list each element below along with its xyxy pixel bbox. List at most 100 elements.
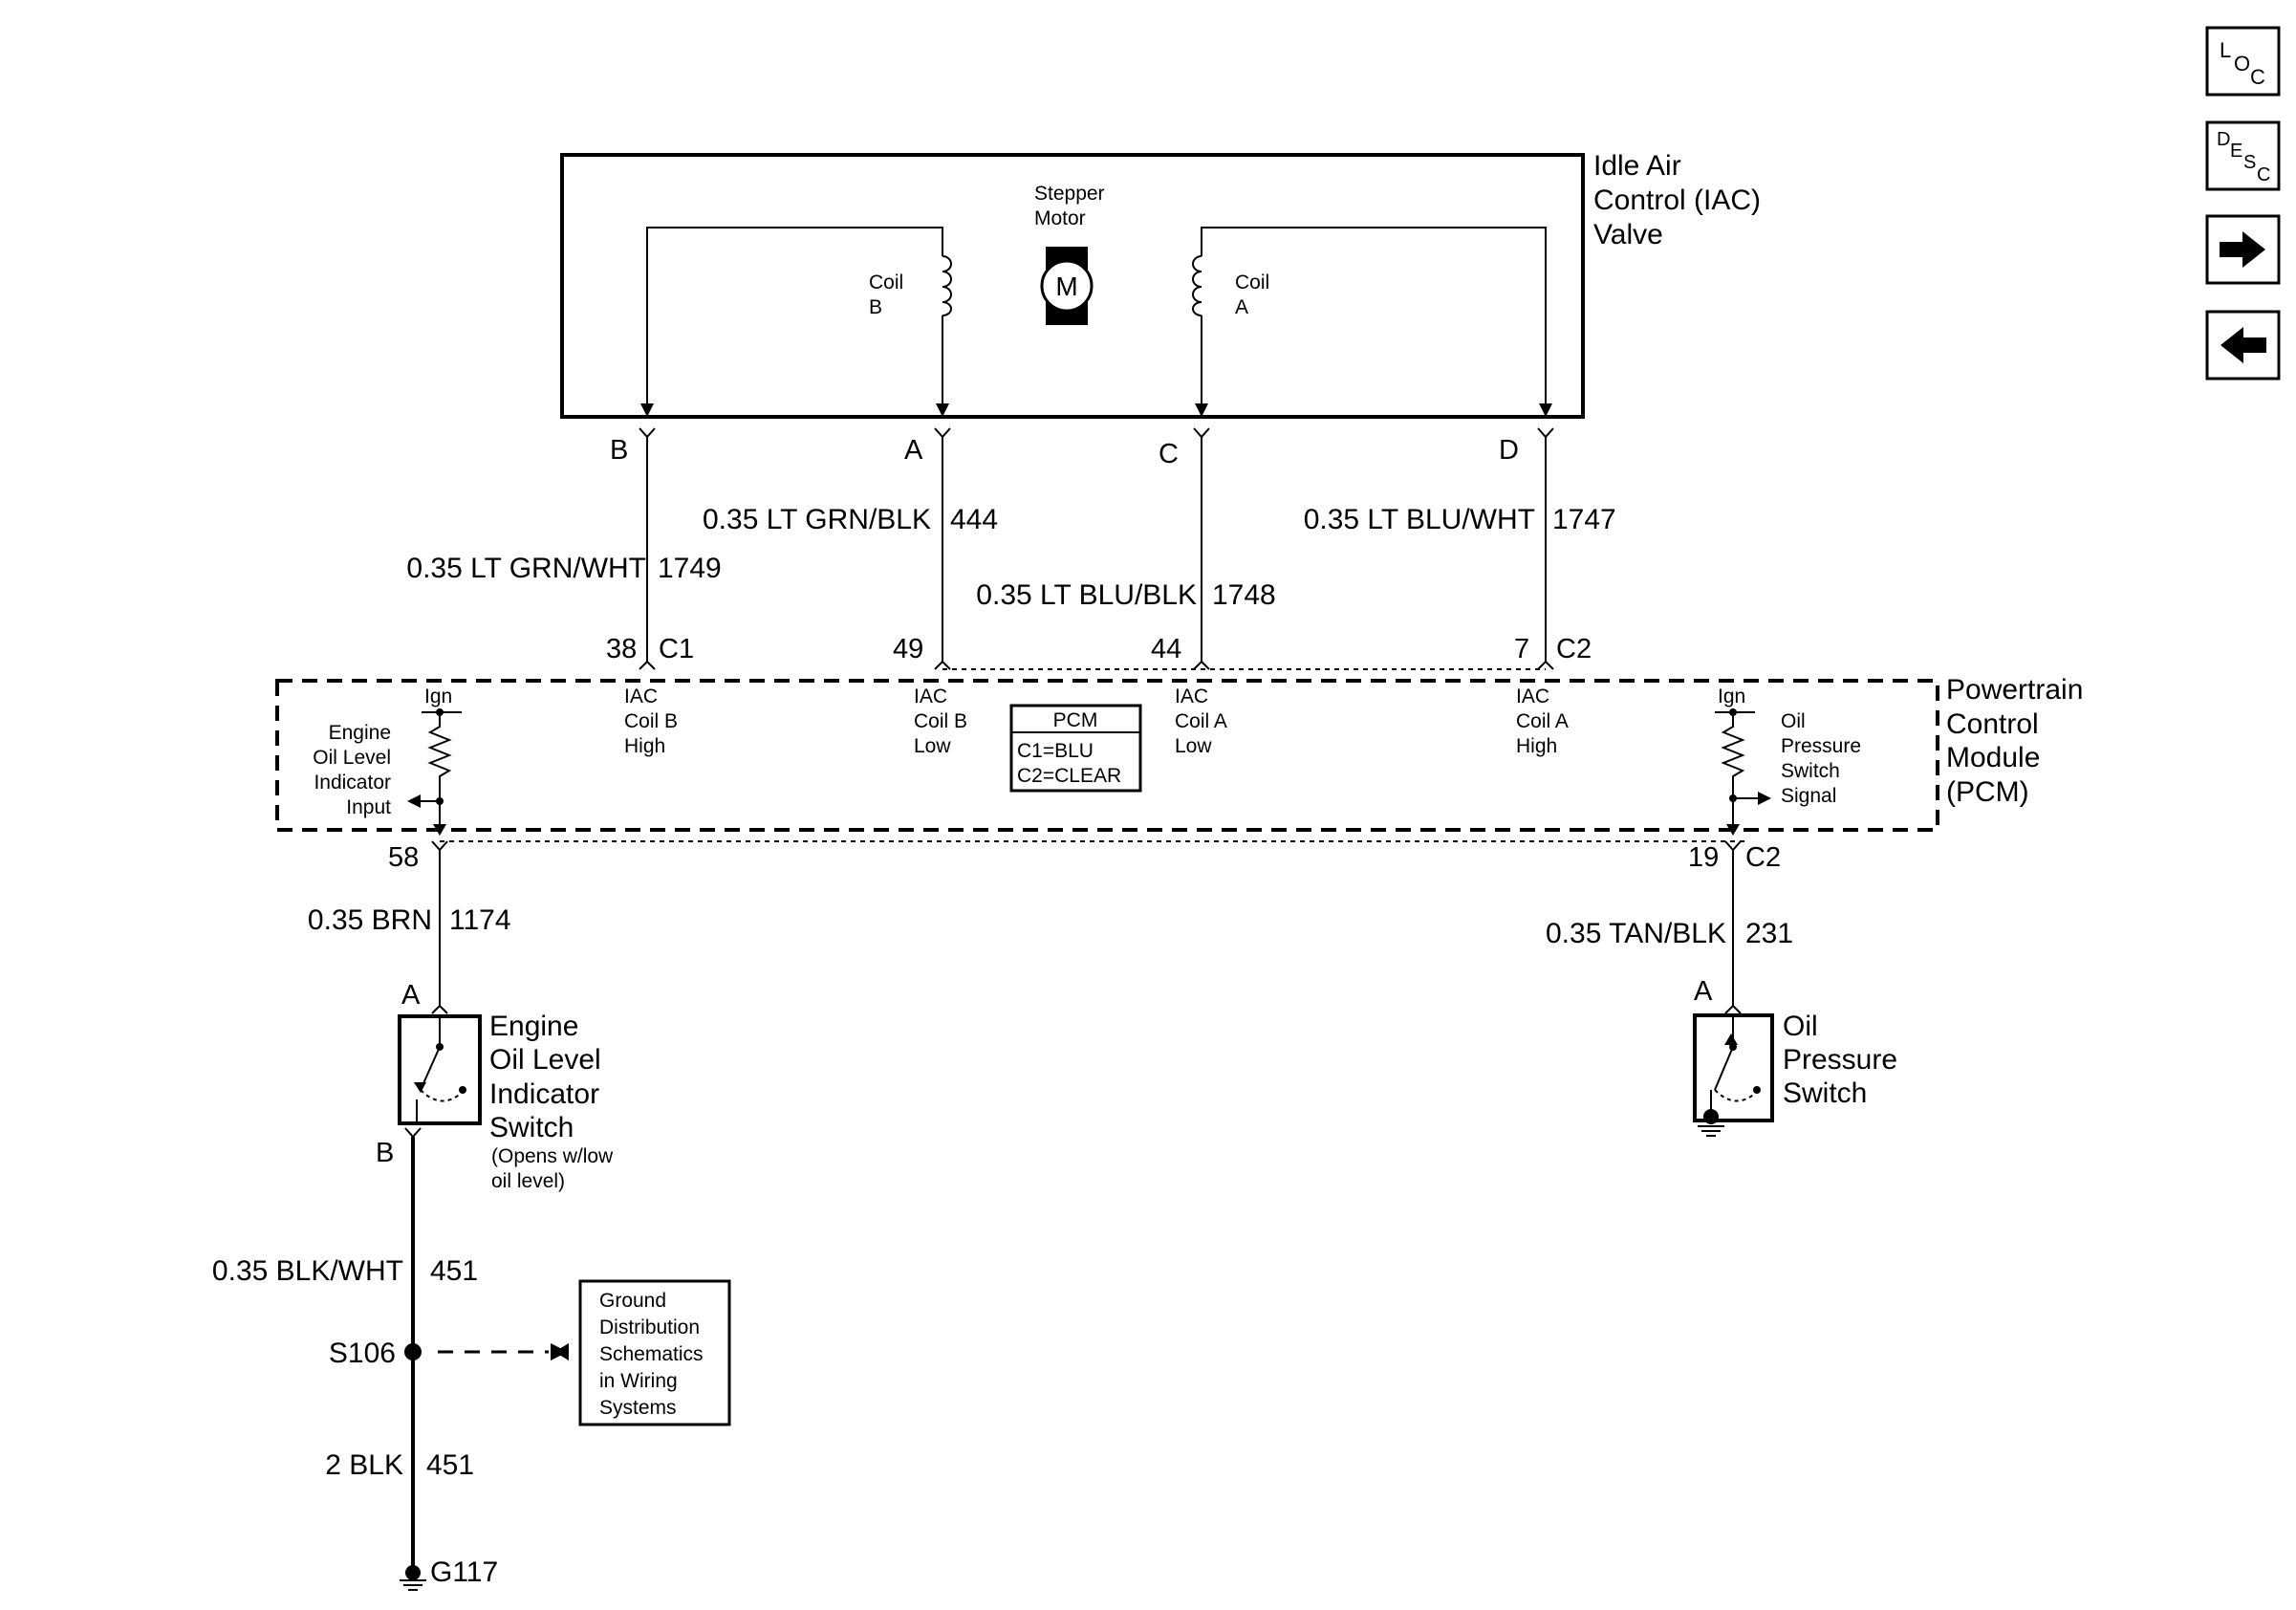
wire-231-circuit: 231 bbox=[1745, 918, 1793, 949]
location-button[interactable]: L O C bbox=[2205, 26, 2281, 97]
svg-text:oil level): oil level) bbox=[491, 1170, 565, 1192]
pcm-top-pin-forks bbox=[639, 660, 1554, 670]
svg-text:S: S bbox=[2243, 152, 2256, 173]
svg-text:B: B bbox=[869, 296, 882, 318]
pcm-connector-c2-top: C2 bbox=[1556, 634, 1592, 664]
wire-1748-circuit: 1748 bbox=[1212, 579, 1276, 611]
svg-text:Engine: Engine bbox=[329, 722, 391, 744]
pcm-pin-19: 19 bbox=[1688, 842, 1719, 873]
svg-text:IAC: IAC bbox=[914, 685, 947, 707]
wire-1174-spec: 0.35 BRN bbox=[308, 904, 432, 936]
forward-button[interactable] bbox=[2205, 214, 2281, 285]
svg-text:Module: Module bbox=[1946, 742, 2040, 773]
svg-text:Coil B: Coil B bbox=[624, 710, 678, 732]
pcm-pin-7: 7 bbox=[1514, 634, 1529, 664]
wire-451b-spec: 2 BLK bbox=[325, 1449, 403, 1481]
pcm-module: Powertrain Control Module (PCM) Ign Engi… bbox=[275, 674, 2083, 836]
coil-a-inductor bbox=[1192, 255, 1202, 316]
wire-1174-circuit: 1174 bbox=[449, 904, 511, 936]
svg-text:O: O bbox=[2234, 52, 2250, 76]
svg-text:Input: Input bbox=[346, 796, 391, 818]
svg-text:Low: Low bbox=[914, 735, 951, 757]
pcm-pin-38: 38 bbox=[606, 634, 637, 664]
wire-1749-spec: 0.35 LT GRN/WHT bbox=[406, 553, 646, 584]
svg-text:C: C bbox=[2250, 65, 2265, 89]
wire-231-spec: 0.35 TAN/BLK bbox=[1546, 918, 1726, 949]
wire-1749-circuit: 1749 bbox=[658, 553, 722, 584]
iac-wires bbox=[646, 437, 1547, 662]
splice-label: S106 bbox=[329, 1338, 396, 1369]
coil-b-inductor bbox=[942, 255, 952, 316]
svg-text:in Wiring: in Wiring bbox=[599, 1370, 678, 1392]
svg-text:Low: Low bbox=[1175, 735, 1212, 757]
svg-text:Engine: Engine bbox=[489, 1011, 578, 1042]
svg-text:Oil: Oil bbox=[1781, 710, 1806, 732]
svg-text:Switch: Switch bbox=[1783, 1077, 1867, 1109]
pcm-pin-49: 49 bbox=[893, 634, 923, 664]
svg-text:PCM: PCM bbox=[1053, 709, 1098, 731]
iac-valve: Idle Air Control (IAC) Valve Coil B Coil… bbox=[560, 150, 1761, 419]
svg-text:Pressure: Pressure bbox=[1783, 1044, 1897, 1076]
svg-text:C: C bbox=[2257, 164, 2270, 185]
svg-text:D: D bbox=[2217, 129, 2230, 150]
svg-text:(Opens w/low: (Opens w/low bbox=[491, 1145, 614, 1167]
svg-text:Systems: Systems bbox=[599, 1397, 677, 1419]
ground-distribution-reference[interactable]: Ground Distribution Schematics in Wiring… bbox=[578, 1279, 731, 1426]
oil-level-switch-terminal-a: A bbox=[401, 980, 421, 1011]
svg-text:Indicator: Indicator bbox=[489, 1078, 599, 1110]
pcm-connector-c2-bottom: C2 bbox=[1745, 842, 1781, 873]
svg-text:Pressure: Pressure bbox=[1781, 735, 1861, 757]
wire-1748-spec: 0.35 LT BLU/BLK bbox=[976, 579, 1197, 611]
pcm-pin-44: 44 bbox=[1151, 634, 1181, 664]
oil-level-switch-terminal-b: B bbox=[376, 1138, 394, 1168]
svg-text:Switch: Switch bbox=[1781, 760, 1840, 782]
svg-text:E: E bbox=[2230, 141, 2242, 162]
splice-point bbox=[404, 1343, 422, 1360]
svg-text:Signal: Signal bbox=[1781, 785, 1836, 807]
arrow-right-icon bbox=[2220, 231, 2265, 268]
oil-pressure-switch-terminal-a: A bbox=[1694, 976, 1713, 1007]
pcm-connector-legend: PCM C1=BLU C2=CLEAR bbox=[1009, 704, 1142, 793]
svg-text:Control: Control bbox=[1946, 708, 2039, 740]
svg-text:Coil A: Coil A bbox=[1175, 710, 1227, 732]
svg-text:IAC: IAC bbox=[1516, 685, 1549, 707]
svg-text:Coil A: Coil A bbox=[1516, 710, 1569, 732]
svg-text:Control (IAC): Control (IAC) bbox=[1593, 185, 1761, 216]
svg-text:Idle Air: Idle Air bbox=[1593, 150, 1681, 182]
wire-1747-circuit: 1747 bbox=[1552, 504, 1616, 535]
pcm-bottom-pin-forks bbox=[431, 840, 1742, 852]
svg-text:(PCM): (PCM) bbox=[1946, 776, 2029, 808]
iac-terminal-d: D bbox=[1499, 435, 1519, 466]
case-ground-icon bbox=[1698, 1109, 1724, 1137]
ground-icon bbox=[400, 1565, 426, 1591]
svg-text:Oil Level: Oil Level bbox=[489, 1044, 601, 1076]
svg-text:Stepper: Stepper bbox=[1034, 183, 1105, 205]
svg-text:Ign: Ign bbox=[424, 685, 452, 707]
ground-label: G117 bbox=[430, 1556, 498, 1588]
svg-text:Indicator: Indicator bbox=[314, 772, 391, 794]
iac-terminal-c: C bbox=[1159, 439, 1179, 469]
svg-text:C1=BLU: C1=BLU bbox=[1017, 740, 1094, 762]
svg-text:C2=CLEAR: C2=CLEAR bbox=[1017, 765, 1121, 787]
svg-text:Oil: Oil bbox=[1783, 1011, 1818, 1042]
svg-text:Powertrain: Powertrain bbox=[1946, 674, 2083, 706]
pullup-resistor-right bbox=[1721, 716, 1745, 803]
svg-text:Distribution: Distribution bbox=[599, 1316, 700, 1338]
wire-444-circuit: 444 bbox=[950, 504, 998, 535]
oil-level-switch: Engine Oil Level Indicator Switch (Opens… bbox=[398, 1011, 614, 1192]
svg-text:Coil: Coil bbox=[1235, 272, 1269, 294]
back-button[interactable] bbox=[2205, 310, 2281, 381]
svg-text:Schematics: Schematics bbox=[599, 1343, 704, 1365]
svg-text:High: High bbox=[1516, 735, 1557, 757]
arrow-left-icon bbox=[2220, 327, 2266, 363]
svg-text:Coil B: Coil B bbox=[914, 710, 967, 732]
svg-text:High: High bbox=[624, 735, 665, 757]
svg-text:Ground: Ground bbox=[599, 1290, 666, 1312]
wire-451a-circuit: 451 bbox=[430, 1255, 478, 1287]
wire-1747-spec: 0.35 LT BLU/WHT bbox=[1304, 504, 1535, 535]
svg-text:Coil: Coil bbox=[869, 272, 903, 294]
pcm-connector-c1: C1 bbox=[659, 634, 694, 664]
description-button[interactable]: D E S C bbox=[2205, 120, 2281, 191]
svg-text:IAC: IAC bbox=[1175, 685, 1208, 707]
